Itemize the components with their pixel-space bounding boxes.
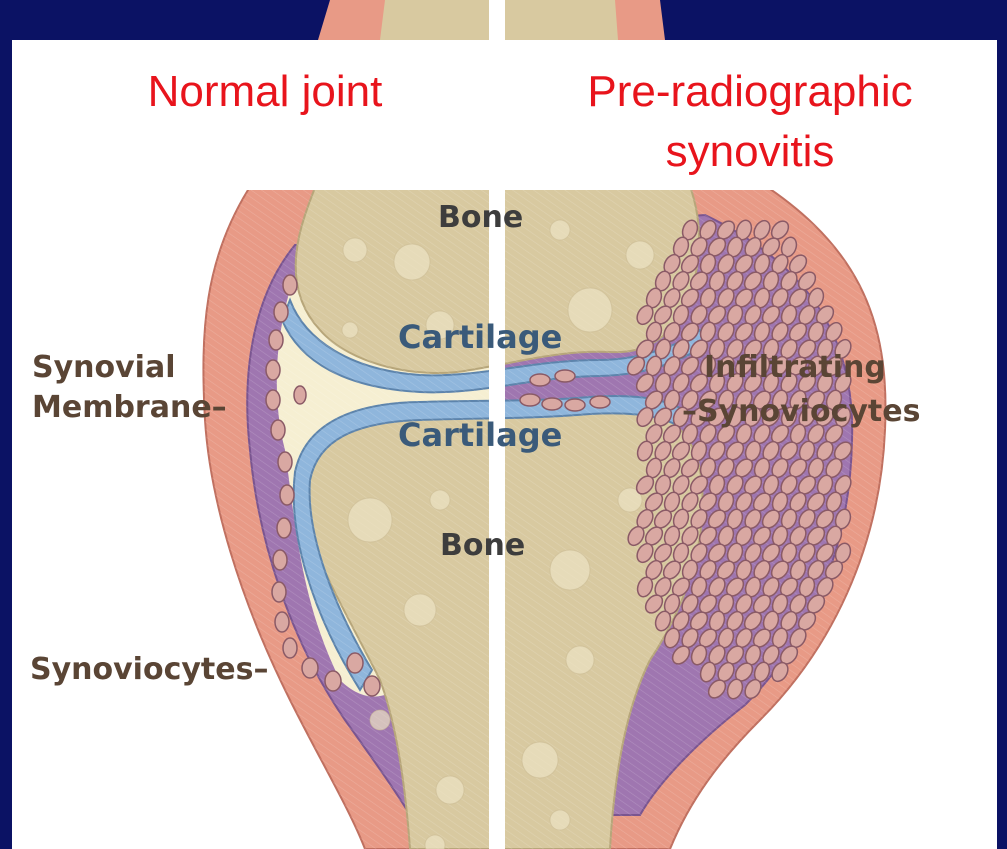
label-cartilage-bottom: Cartilage — [398, 416, 562, 454]
label-infiltrating: Infiltrating — [704, 350, 886, 385]
center-divider-top — [489, 0, 505, 40]
infiltrating-cell — [555, 370, 575, 382]
left-strip — [0, 0, 12, 849]
infiltrating-cell — [520, 394, 540, 406]
infiltrating-cell — [590, 396, 610, 408]
heading-synovitis-line2: synovitis — [520, 126, 980, 178]
label-cartilage-top: Cartilage — [398, 318, 562, 356]
right-top-strip — [997, 0, 1007, 190]
infiltrating-cell — [530, 374, 550, 386]
label-synoviocytes: Synoviocytes– — [30, 652, 268, 687]
infiltrating-cell — [542, 398, 562, 410]
right-strip — [997, 190, 1007, 849]
label-bone-bottom: Bone — [440, 528, 525, 563]
bone-top-peek-right — [505, 0, 618, 40]
infiltrating-cell — [565, 399, 585, 411]
heading-synovitis-line1: Pre-radiographic — [520, 66, 980, 118]
heading-normal-joint: Normal joint — [110, 66, 420, 118]
label-synovial: Synovial — [32, 350, 176, 385]
label-membrane: Membrane– — [32, 390, 227, 425]
label-infiltrating-synoviocytes: –Synoviocytes — [682, 394, 920, 429]
label-bone-top: Bone — [438, 200, 523, 235]
bone-top-peek — [380, 0, 490, 40]
